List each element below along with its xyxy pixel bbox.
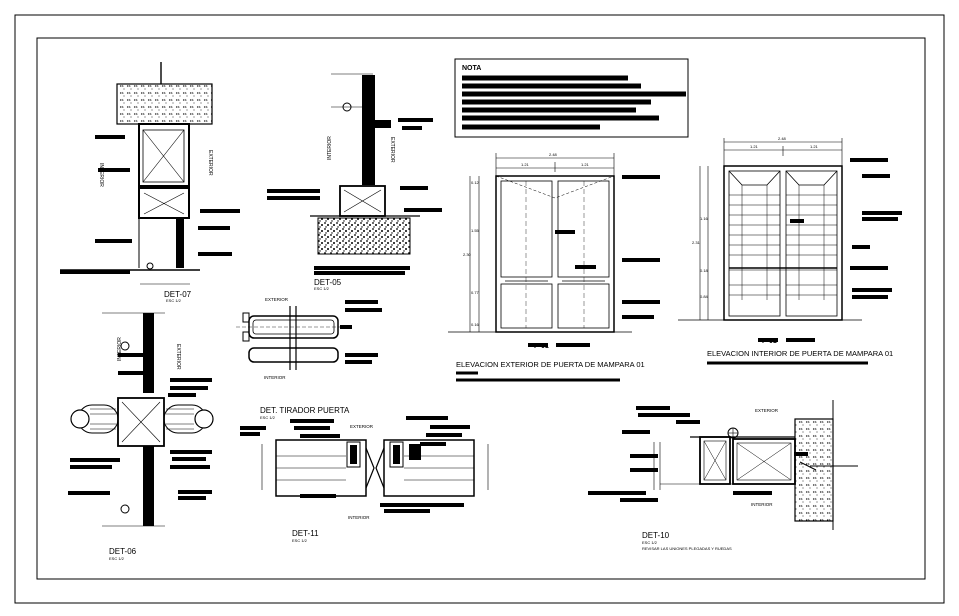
notes-box-title: NOTA (462, 65, 481, 72)
det-11-title: DET-11 (292, 529, 319, 538)
det-06-exterior-label: EXTERIOR (175, 344, 181, 370)
interior-elevation: 2.48 1.21 1.21 1.16 2.31 0.18 0.84 (678, 136, 902, 342)
notes-box: NOTA (454, 58, 689, 138)
det-06-scale: ESC 1/2 (109, 556, 125, 561)
interior-door-slats (729, 194, 837, 296)
int-dim-top-right: 1.21 (810, 144, 819, 149)
det-06-title: DET-06 (109, 547, 137, 556)
det-10-scale: ESC 1/2 (642, 540, 658, 545)
int-dim-top-left: 1.21 (750, 144, 759, 149)
tirador-interior-label: INTERIOR (264, 375, 286, 380)
sheet-inner-border (36, 37, 926, 580)
det-07-exterior-label: EXTERIOR (207, 150, 213, 176)
det-10-note: REVISAR LAS UNIONES PLEGADAS Y RUEDAS (642, 546, 732, 551)
int-dim-left-1: 0.18 (700, 268, 709, 273)
sheet-outer-border (14, 14, 945, 604)
det-05-interior-label: INTERIOR (327, 136, 333, 160)
tirador-section: EXTERIOR INTERIOR (236, 297, 382, 380)
int-dim-top-total: 2.48 (778, 136, 787, 141)
det-10-section: EXTERIOR INTERIOR (588, 400, 858, 530)
det-05-section: INTERIOR EXTERIOR (267, 73, 442, 275)
det-11-interior-label: INTERIOR (348, 515, 370, 520)
det-05-title: DET-05 (314, 278, 342, 287)
ext-dim-left-3: 0.16 (471, 322, 480, 327)
det-05-scale: ESC 1/2 (314, 286, 330, 291)
det-06-interior-label: INTERIOR (117, 337, 123, 361)
det-05-exterior-label: EXTERIOR (389, 137, 395, 163)
det-07-interior-label: INTERIOR (98, 163, 104, 187)
det-07-scale: ESC 1/2 (166, 298, 182, 303)
det-11-exterior-label: EXTERIOR (350, 424, 374, 429)
ext-elevation-title: ELEVACION EXTERIOR DE PUERTA DE MAMPARA … (456, 360, 645, 369)
det-06-section: INTERIOR EXTERIOR (68, 312, 214, 527)
tirador-title: DET. TIRADOR PUERTA (260, 406, 350, 415)
ext-dim-top-total: 2.48 (549, 152, 558, 157)
int-dim-left-2: 0.84 (700, 294, 709, 299)
int-elevation-title: ELEVACION INTERIOR DE PUERTA DE MAMPARA … (707, 349, 893, 358)
det-10-interior-label: INTERIOR (751, 502, 773, 507)
det-07-title: DET-07 (164, 290, 192, 299)
ext-elevation-code: P-01 (534, 343, 549, 350)
det-11-section: EXTERIOR (240, 416, 489, 520)
ext-dim-left-total: 2.30 (463, 252, 472, 257)
det-07-section: INTERIOR EXTERIOR (60, 62, 240, 285)
int-elevation-code: P-01 (762, 338, 777, 345)
ext-dim-left-2: 0.77 (471, 290, 480, 295)
det-10-title: DET-10 (642, 531, 670, 540)
ext-dim-top-left: 1.21 (521, 162, 530, 167)
tirador-scale: ESC 1/2 (260, 415, 276, 420)
tirador-exterior-label: EXTERIOR (265, 297, 289, 302)
int-dim-left-0: 1.16 (700, 216, 709, 221)
ext-dim-top-right: 1.21 (581, 162, 590, 167)
int-dim-left-total: 2.31 (692, 240, 701, 245)
exterior-elevation: 2.48 1.21 1.21 0.12 1.55 2.30 0.77 0.16 (448, 152, 660, 347)
det-11-scale: ESC 1/2 (292, 538, 308, 543)
ext-dim-left-0: 0.12 (471, 180, 480, 185)
det-10-exterior-label: EXTERIOR (755, 408, 779, 413)
ext-dim-left-1: 1.55 (471, 228, 480, 233)
